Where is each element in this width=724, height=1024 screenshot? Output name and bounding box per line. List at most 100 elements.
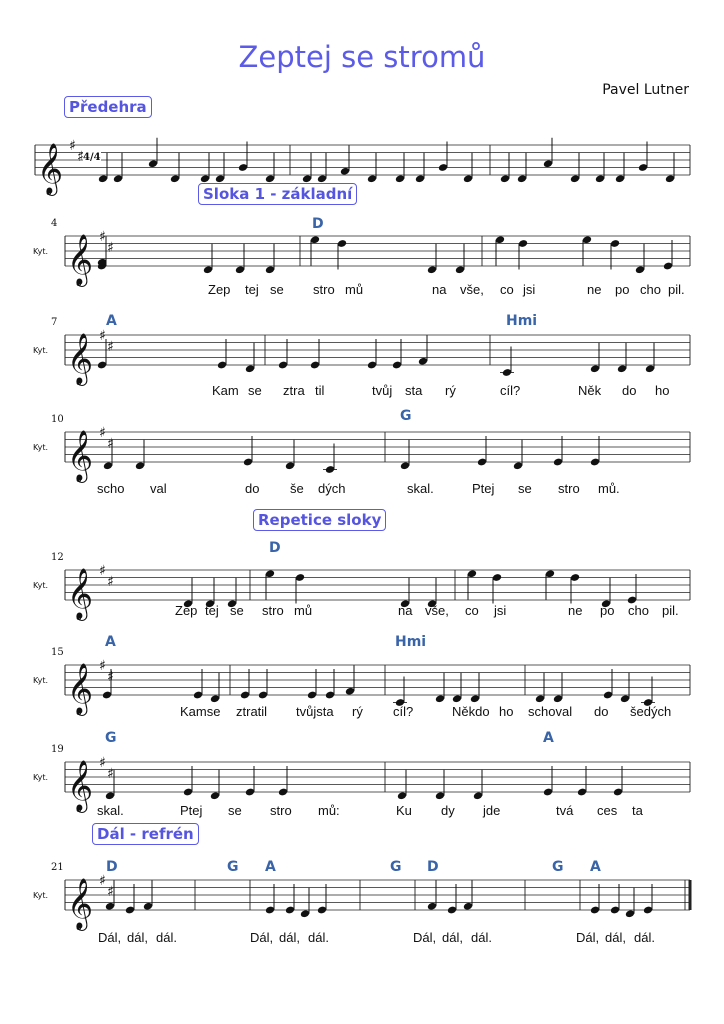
lyric-syllable: na xyxy=(432,282,447,297)
measure-number: 15 xyxy=(51,647,64,658)
lyric-syllable: Ku xyxy=(396,803,412,818)
note-head xyxy=(467,570,477,578)
chord-symbol: D xyxy=(427,859,439,875)
chord-symbol: G xyxy=(390,859,402,875)
lyric-syllable: Zep xyxy=(208,282,231,297)
octave-8-marker: 8 xyxy=(76,279,82,289)
chord-symbol: A xyxy=(590,859,601,875)
lyric-syllable: stro xyxy=(558,481,580,496)
note-head xyxy=(427,902,437,910)
chord-symbol: D xyxy=(106,859,118,875)
lyric-syllable: schoval xyxy=(528,704,573,719)
time-signature: 4/4 xyxy=(83,152,101,163)
measure-number: 19 xyxy=(51,744,64,755)
note-head xyxy=(97,258,107,266)
treble-clef-icon: 𝄞 xyxy=(67,430,93,483)
note-head xyxy=(665,175,675,183)
note-head xyxy=(105,792,115,800)
note-head xyxy=(535,695,545,703)
sharp-icon: ♯ xyxy=(107,574,114,590)
note-head xyxy=(278,361,288,369)
lyric-syllable: rý xyxy=(352,704,363,719)
lyric-syllable: Dál, xyxy=(576,930,600,945)
lyric-syllable: se xyxy=(228,803,242,818)
note-head xyxy=(590,365,600,373)
note-head xyxy=(337,240,347,247)
lyric-syllable: se xyxy=(518,481,532,496)
note-head xyxy=(243,458,253,466)
lyric-syllable: Něk xyxy=(578,383,602,398)
lyric-syllable: po xyxy=(600,603,615,618)
lyric-syllable: til xyxy=(315,383,325,398)
note-head xyxy=(205,600,215,608)
note-head xyxy=(603,691,613,699)
instrument-label: Kyt. xyxy=(33,676,49,685)
lyric-syllable: stro xyxy=(270,803,292,818)
lyric-syllable: vše, xyxy=(460,282,484,297)
note-head xyxy=(265,906,275,914)
note-head xyxy=(235,266,245,274)
octave-8-marker: 8 xyxy=(76,475,82,485)
note-head xyxy=(418,357,428,365)
lyric-syllable: dál, xyxy=(605,930,626,945)
measure-number: 12 xyxy=(51,552,64,563)
note-head xyxy=(517,175,527,183)
lyric-syllable: cho xyxy=(640,282,661,297)
section-label-refren: Dál - refrén xyxy=(92,823,199,845)
note-head xyxy=(518,240,528,247)
note-head xyxy=(215,175,225,183)
treble-clef-icon: 𝄞 xyxy=(67,568,93,621)
lyric-syllable: cíl? xyxy=(393,704,414,719)
note-head xyxy=(340,167,350,175)
lyric-syllable: dál. xyxy=(156,930,177,945)
measure-number: 10 xyxy=(51,414,64,425)
sharp-icon: ♯ xyxy=(69,138,76,154)
note-head xyxy=(613,788,623,796)
sharp-icon: ♯ xyxy=(99,328,106,344)
chord-symbol: A xyxy=(265,859,276,875)
lyric-syllable: dých xyxy=(318,481,346,496)
sharp-icon: ♯ xyxy=(99,658,106,674)
note-head xyxy=(617,365,627,373)
note-head xyxy=(183,600,193,608)
note-head xyxy=(103,462,113,470)
sharp-icon: ♯ xyxy=(99,873,106,889)
note-head xyxy=(553,458,563,466)
sharp-icon: ♯ xyxy=(107,240,114,256)
instrument-label: Kyt. xyxy=(33,891,49,900)
note-head xyxy=(285,906,295,914)
note-head xyxy=(125,906,135,914)
lyric-syllable: do xyxy=(622,383,637,398)
note-head xyxy=(245,788,255,796)
note-head xyxy=(595,175,605,183)
instrument-label: Kyt. xyxy=(33,247,49,256)
note-head xyxy=(397,792,407,800)
note-head xyxy=(278,788,288,796)
note-head xyxy=(463,902,473,910)
section-label-sloka: Sloka 1 - základní xyxy=(198,183,358,205)
note-head xyxy=(452,695,462,703)
note-head xyxy=(395,175,405,183)
chord-symbol: G xyxy=(552,859,564,875)
note-head xyxy=(105,902,115,910)
note-head xyxy=(265,266,275,274)
lyric-syllable: ztra xyxy=(283,383,305,398)
chord-symbol: D xyxy=(269,540,281,556)
sharp-icon: ♯ xyxy=(107,669,114,685)
song-title: Zeptej se stromů xyxy=(238,40,486,74)
treble-clef-icon: 𝄞 xyxy=(37,143,63,196)
note-head xyxy=(427,600,437,608)
measure-number: 21 xyxy=(51,862,64,873)
composer: Pavel Lutner xyxy=(602,82,689,98)
instrument-label: Kyt. xyxy=(33,581,49,590)
note-head xyxy=(601,600,611,608)
instrument-label: Kyt. xyxy=(33,773,49,782)
note-head xyxy=(210,695,220,703)
note-head xyxy=(495,236,505,244)
lyric-syllable: jsi xyxy=(523,282,536,297)
chord-symbol: Hmi xyxy=(395,634,427,650)
lyric-syllable: co xyxy=(500,282,514,297)
lyric-syllable: mů. xyxy=(598,481,620,496)
lyric-syllable: ho xyxy=(655,383,670,398)
